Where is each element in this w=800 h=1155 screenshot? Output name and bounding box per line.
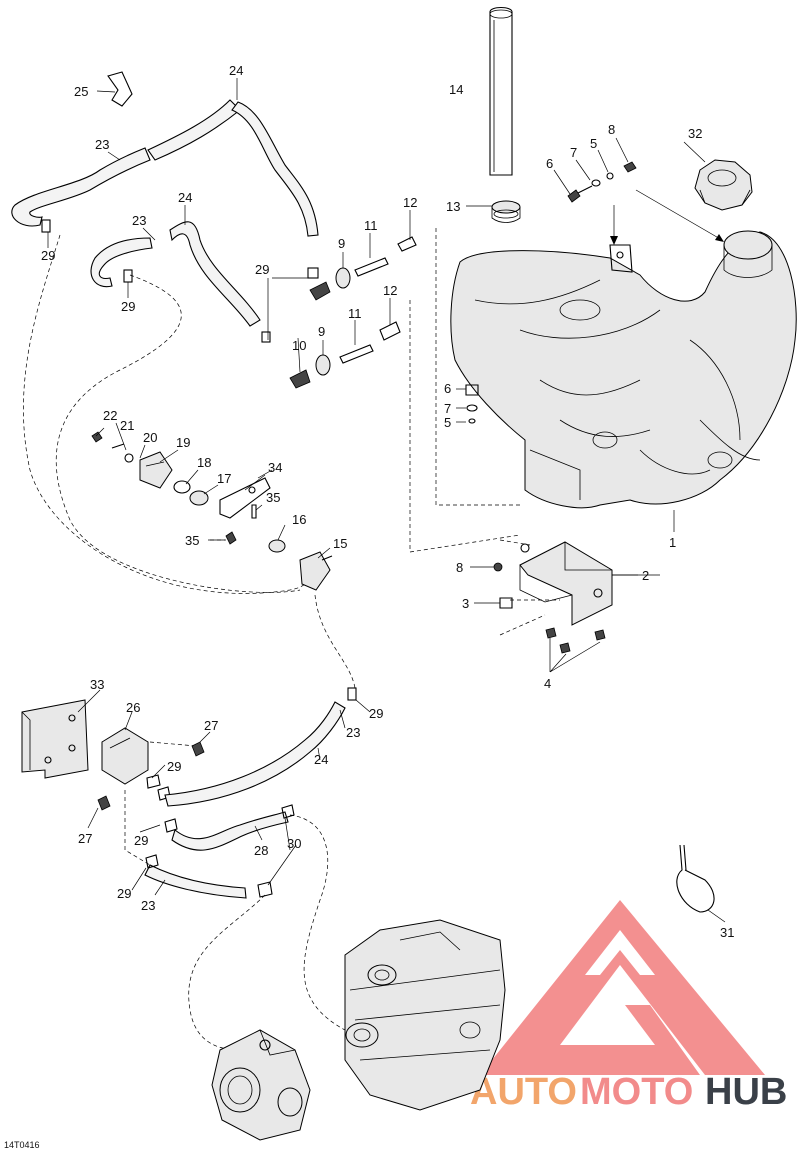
callout-32: 32 — [688, 126, 702, 141]
watermark-auto: AUTO — [470, 1071, 577, 1113]
callout-26: 26 — [126, 700, 140, 715]
leader-lines — [47, 78, 726, 923]
callout-33: 33 — [90, 677, 104, 692]
callout-3: 3 — [462, 596, 469, 611]
vacuum-valve — [97, 727, 205, 833]
watermark-hub: HUB — [705, 1071, 787, 1113]
filler-grommet — [491, 200, 521, 223]
callout-21: 21 — [120, 418, 134, 433]
callout-5: 5 — [444, 415, 451, 430]
callout-29: 29 — [255, 262, 269, 277]
callout-6: 6 — [546, 156, 553, 171]
callout-24: 24 — [314, 752, 328, 767]
watermark-triangle — [480, 900, 765, 1075]
callout-7: 7 — [444, 401, 451, 416]
callout-14: 14 — [449, 82, 463, 97]
watermark-logo — [480, 900, 765, 1075]
callout-4: 4 — [544, 676, 551, 691]
callout-16: 16 — [292, 512, 306, 527]
callout-2: 2 — [642, 568, 649, 583]
assembly-arrows — [610, 189, 724, 245]
callout-23: 23 — [132, 213, 146, 228]
hose-clip — [107, 71, 133, 107]
hardware — [465, 161, 637, 654]
callout-29: 29 — [369, 706, 383, 721]
tank-bracket — [519, 541, 613, 626]
callout-19: 19 — [176, 435, 190, 450]
callout-29: 29 — [41, 248, 55, 263]
top-fittings — [41, 219, 417, 389]
callout-28: 28 — [254, 843, 268, 858]
callout-29: 29 — [117, 886, 131, 901]
callout-22: 22 — [103, 408, 117, 423]
lower-bracket — [21, 699, 89, 779]
callout-13: 13 — [446, 199, 460, 214]
callout-7: 7 — [570, 145, 577, 160]
routing-lines — [23, 228, 560, 1051]
callout-5: 5 — [590, 136, 597, 151]
fuel-cap — [694, 159, 753, 211]
callout-12: 12 — [383, 283, 397, 298]
fuel-tank — [450, 230, 797, 509]
callout-8: 8 — [608, 122, 615, 137]
callout-18: 18 — [197, 455, 211, 470]
callout-10: 10 — [292, 338, 306, 353]
throttle-body — [211, 1029, 311, 1141]
callout-25: 25 — [74, 84, 88, 99]
callout-labels: 1 2 3 4 5 5 6 6 7 7 8 8 9 9 10 11 11 12 … — [41, 63, 734, 940]
callout-12: 12 — [403, 195, 417, 210]
callout-24: 24 — [178, 190, 192, 205]
callout-11: 11 — [364, 218, 378, 233]
callout-27: 27 — [78, 831, 92, 846]
filler-tube — [489, 6, 513, 176]
callout-24: 24 — [229, 63, 243, 78]
callout-23: 23 — [95, 137, 109, 152]
callout-9: 9 — [318, 324, 325, 339]
watermark-moto: MOTO — [580, 1071, 693, 1113]
callout-34: 34 — [268, 460, 282, 475]
lower-hoses — [144, 687, 357, 899]
callout-11: 11 — [348, 306, 362, 321]
callout-9: 9 — [338, 236, 345, 251]
cable-tie — [676, 844, 715, 913]
callout-8: 8 — [456, 560, 463, 575]
callout-23: 23 — [141, 898, 155, 913]
callout-35: 35 — [266, 490, 280, 505]
callout-1: 1 — [669, 535, 676, 550]
callout-20: 20 — [143, 430, 157, 445]
callout-29: 29 — [134, 833, 148, 848]
callout-27: 27 — [204, 718, 218, 733]
callout-31: 31 — [720, 925, 734, 940]
callout-23: 23 — [346, 725, 360, 740]
callout-29: 29 — [121, 299, 135, 314]
engine — [344, 919, 506, 1111]
callout-17: 17 — [217, 471, 231, 486]
upper-hoses — [11, 99, 319, 327]
fuel-valve-assembly — [91, 431, 333, 591]
watermark-text: AUTO MOTO HUB — [470, 1071, 787, 1113]
diagram-code: 14T0416 — [4, 1140, 40, 1150]
callout-29: 29 — [167, 759, 181, 774]
callout-15: 15 — [333, 536, 347, 551]
callout-6: 6 — [444, 381, 451, 396]
callout-35: 35 — [185, 533, 199, 548]
callout-30: 30 — [287, 836, 301, 851]
